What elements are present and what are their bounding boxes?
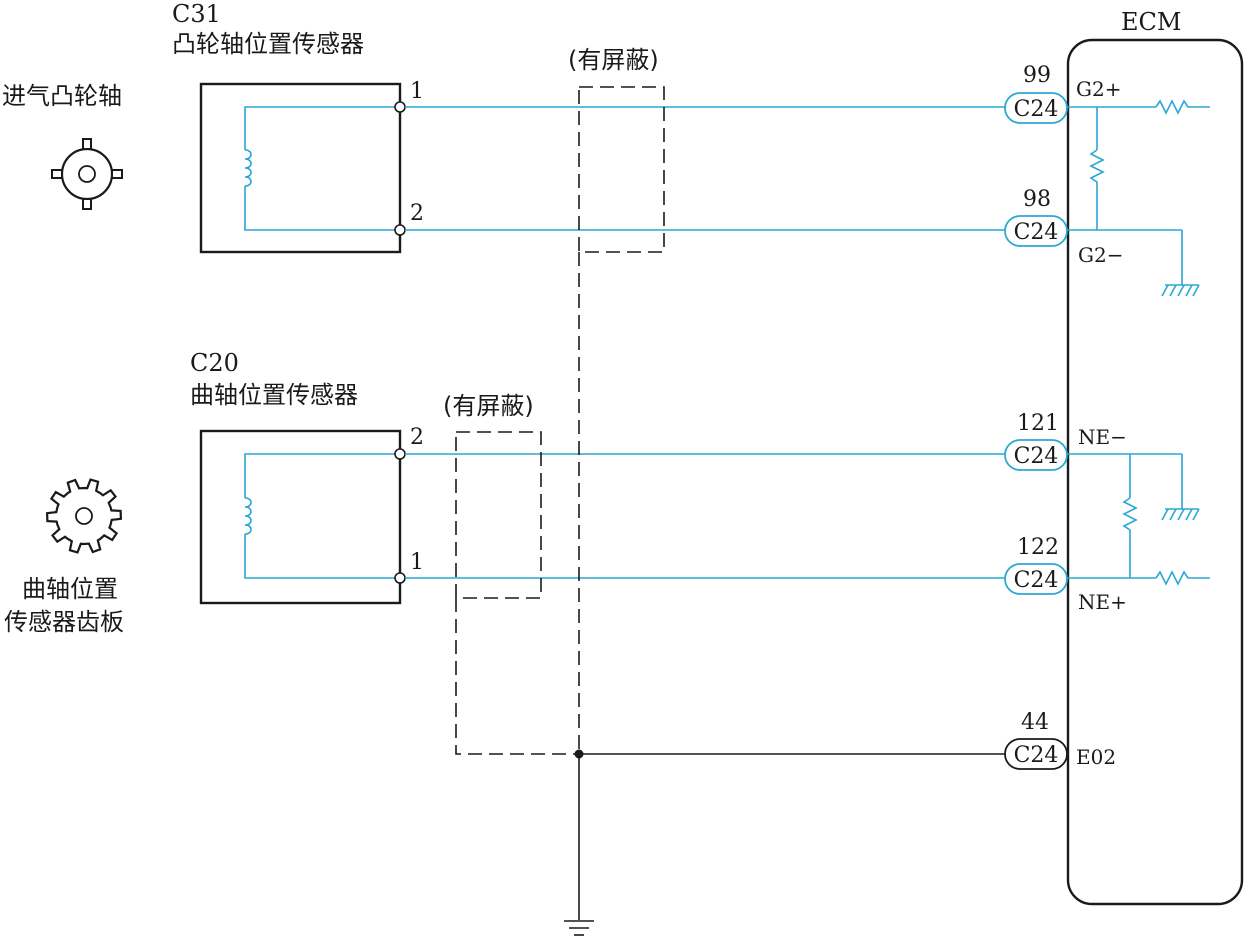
ecm-connector-99: 99 C24 G2+ xyxy=(1004,63,1121,124)
shield-label-bottom: (有屏蔽) xyxy=(443,392,534,420)
ecm-signal-label: G2+ xyxy=(1076,77,1121,101)
ecm-title: ECM xyxy=(1121,8,1181,36)
crank-sensor-coil-icon xyxy=(238,497,252,535)
connector-id: C24 xyxy=(1014,97,1059,122)
connector-pin-number: 44 xyxy=(1021,710,1049,735)
ecm-g2-circuit xyxy=(1067,99,1210,297)
cam-pin-2-label: 2 xyxy=(410,201,424,226)
shield-label-top: (有屏蔽) xyxy=(568,46,659,74)
cam-sensor-name: 凸轮轴位置传感器 xyxy=(172,30,364,58)
cam-pin-1-label: 1 xyxy=(410,79,424,104)
connector-pill xyxy=(1004,439,1068,471)
connector-pill xyxy=(1004,92,1068,124)
crank-sensor-box xyxy=(199,429,402,605)
shield-bottom-drain xyxy=(455,598,579,755)
intake-camshaft-label: 进气凸轮轴 xyxy=(2,82,122,110)
connector-id: C24 xyxy=(1014,743,1059,768)
ecm-signal-label: E02 xyxy=(1076,745,1116,769)
connector-pill xyxy=(1004,215,1068,247)
crank-plate-label-line2: 传感器齿板 xyxy=(4,608,124,636)
ecm-signal-label: G2− xyxy=(1078,243,1123,267)
ecm-connector-122: 122 C24 NE+ xyxy=(1004,535,1127,614)
cam-sensor-code: C31 xyxy=(172,0,221,28)
crank-pin-2-label: 2 xyxy=(410,425,424,450)
connector-pin-number: 98 xyxy=(1023,187,1051,212)
ecm-box xyxy=(1066,38,1244,906)
shield-top-box xyxy=(578,86,665,253)
crank-sensor-inner-wire xyxy=(244,453,400,579)
crank-gear-icon xyxy=(45,478,123,554)
connector-id: C24 xyxy=(1014,444,1059,469)
connector-pin-number: 99 xyxy=(1023,63,1051,88)
cam-pin-2-terminal xyxy=(394,224,406,236)
ecm-connector-44: 44 C24 E02 xyxy=(1004,710,1116,770)
shield-bottom-box xyxy=(455,431,542,599)
crank-pin-1-terminal xyxy=(394,572,406,584)
connector-pin-number: 121 xyxy=(1017,411,1059,436)
connector-id: C24 xyxy=(1014,220,1059,245)
cam-sensor-box xyxy=(199,82,402,254)
ecm-connector-121: 121 C24 NE− xyxy=(1004,411,1127,471)
connector-id: C24 xyxy=(1014,568,1059,593)
camshaft-rotor-icon xyxy=(51,138,123,210)
cam-sensor-inner-wire xyxy=(244,106,400,231)
crank-plate-label-line1: 曲轴位置 xyxy=(22,575,118,603)
connector-pill xyxy=(1004,738,1068,770)
connector-pin-number: 122 xyxy=(1017,535,1059,560)
cam-pin-1-terminal xyxy=(394,101,406,113)
cam-sensor-coil-icon xyxy=(238,149,252,187)
crank-pin-2-terminal xyxy=(394,448,406,460)
crank-sensor-name: 曲轴位置传感器 xyxy=(190,381,358,409)
chassis-ground-icon xyxy=(564,920,594,936)
ecm-ne-circuit xyxy=(1067,453,1210,586)
connector-pill xyxy=(1004,563,1068,595)
crank-pin-1-label: 1 xyxy=(410,550,424,575)
ecm-signal-label: NE+ xyxy=(1078,590,1127,614)
crank-sensor-code: C20 xyxy=(190,349,239,377)
ecm-connector-98: 98 C24 G2− xyxy=(1004,187,1123,267)
ecm-signal-label: NE− xyxy=(1078,425,1127,449)
